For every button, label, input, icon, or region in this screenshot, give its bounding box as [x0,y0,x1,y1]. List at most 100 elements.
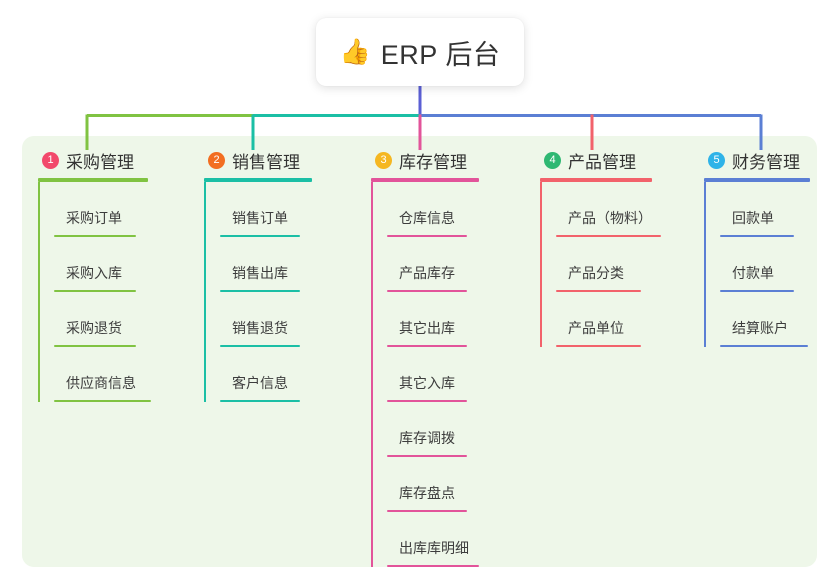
branch-item-rule [220,345,300,347]
branch-header-rule [704,178,810,182]
branch-item[interactable]: 采购订单 [54,182,150,237]
branch-item-label: 库存盘点 [399,485,455,501]
branch-item-rule [220,290,300,292]
branch-number-badge: 4 [544,151,561,169]
branch-number-badge: 3 [375,151,392,169]
branch-header-rule [38,178,148,182]
branch-item-rule [720,290,794,292]
branch-header-rule [540,178,652,182]
branch-item-rule [387,565,479,567]
branch-item-rule [720,235,794,237]
branch-item-rule [556,290,641,292]
branch-items: 回款单付款单结算账户 [704,182,812,347]
branch-item-label: 回款单 [732,210,774,226]
branch-item[interactable]: 销售出库 [220,237,314,292]
branch-item-rule [387,345,467,347]
branch-item-label: 其它入库 [399,375,455,391]
branch-item-label: 产品（物料） [568,210,652,226]
branch-header-rule [371,178,479,182]
branch-item-label: 销售出库 [232,265,288,281]
branch-number-badge: 5 [708,151,725,169]
thumbs-up-icon: 👍 [339,37,371,66]
branch-header-rule [204,178,312,182]
branch-item-rule [387,400,467,402]
branch-item[interactable]: 客户信息 [220,347,314,402]
root-title: ERP 后台 [380,39,501,70]
branch-item-rule [387,290,467,292]
branch-item[interactable]: 回款单 [720,182,812,237]
branch-spine [38,182,40,402]
branch-item-rule [387,235,467,237]
branch-item[interactable]: 库存调拨 [387,402,481,457]
branch-item[interactable]: 采购入库 [54,237,150,292]
branch-item-label: 客户信息 [232,375,288,391]
branch-item-label: 供应商信息 [66,375,136,391]
branch-number-badge: 2 [208,151,225,169]
branch-item[interactable]: 付款单 [720,237,812,292]
branch-item[interactable]: 产品单位 [556,292,653,347]
branch-item-label: 采购订单 [66,210,122,226]
branch-item[interactable]: 库存盘点 [387,457,481,512]
branch-item[interactable]: 销售订单 [220,182,314,237]
branch-item-label: 采购退货 [66,320,122,336]
branch-header-5[interactable]: 5 财务管理 [704,148,812,172]
branch-item-rule [720,345,808,347]
branch-item[interactable]: 产品（物料） [556,182,661,237]
branch-item[interactable]: 仓库信息 [387,182,481,237]
branch-item[interactable]: 采购退货 [54,292,150,347]
branch-item-label: 产品分类 [568,265,624,281]
branch-item-rule [220,235,300,237]
diagram-panel [22,136,817,567]
branch-item-rule [556,235,661,237]
branch-item-rule [556,345,641,347]
branch-column-1: 1 采购管理采购订单采购入库采购退货供应商信息 [38,148,151,402]
branch-spine [704,182,706,347]
branch-item-label: 其它出库 [399,320,455,336]
branch-item[interactable]: 销售退货 [220,292,314,347]
branch-item-rule [387,455,467,457]
branch-item[interactable]: 供应商信息 [54,347,151,402]
branch-item-rule [220,400,300,402]
branch-header-2[interactable]: 2 销售管理 [204,148,314,172]
branch-number-badge: 1 [42,151,59,169]
branch-item-label: 付款单 [732,265,774,281]
branch-column-5: 5 财务管理回款单付款单结算账户 [704,148,812,347]
root-node[interactable]: 👍 ERP 后台 [316,18,524,86]
branch-item[interactable]: 产品分类 [556,237,653,292]
branch-items: 采购订单采购入库采购退货供应商信息 [38,182,151,402]
branch-header-1[interactable]: 1 采购管理 [38,148,150,172]
branch-item-rule [54,345,136,347]
branch-spine [204,182,206,402]
branch-title: 销售管理 [232,152,300,172]
branch-item-label: 产品库存 [399,265,455,281]
branch-item[interactable]: 产品库存 [387,237,481,292]
branch-item[interactable]: 出库库明细 [387,512,481,567]
branch-item-label: 库存调拨 [399,430,455,446]
branch-column-2: 2 销售管理销售订单销售出库销售退货客户信息 [204,148,314,402]
branch-title: 库存管理 [399,152,467,172]
branch-item-label: 销售退货 [232,320,288,336]
branch-item-label: 仓库信息 [399,210,455,226]
branch-item-label: 采购入库 [66,265,122,281]
branch-item[interactable]: 其它入库 [387,347,481,402]
branch-spine [540,182,542,347]
branch-title: 财务管理 [732,152,800,172]
branch-item-label: 出库库明细 [399,540,469,556]
branch-item[interactable]: 其它出库 [387,292,481,347]
branch-item-rule [54,400,151,402]
branch-column-3: 3 库存管理仓库信息产品库存其它出库其它入库库存调拨库存盘点出库库明细 [371,148,481,567]
branch-item-label: 销售订单 [232,210,288,226]
branch-header-3[interactable]: 3 库存管理 [371,148,481,172]
branch-item-label: 结算账户 [732,320,788,336]
branch-title: 采购管理 [66,152,134,172]
branch-items: 销售订单销售出库销售退货客户信息 [204,182,314,402]
branch-item-rule [54,235,136,237]
branch-items: 仓库信息产品库存其它出库其它入库库存调拨库存盘点出库库明细 [371,182,481,567]
branch-item[interactable]: 结算账户 [720,292,812,347]
branch-item-rule [387,510,467,512]
branch-item-label: 产品单位 [568,320,624,336]
branch-items: 产品（物料） 产品分类产品单位 [540,182,661,347]
